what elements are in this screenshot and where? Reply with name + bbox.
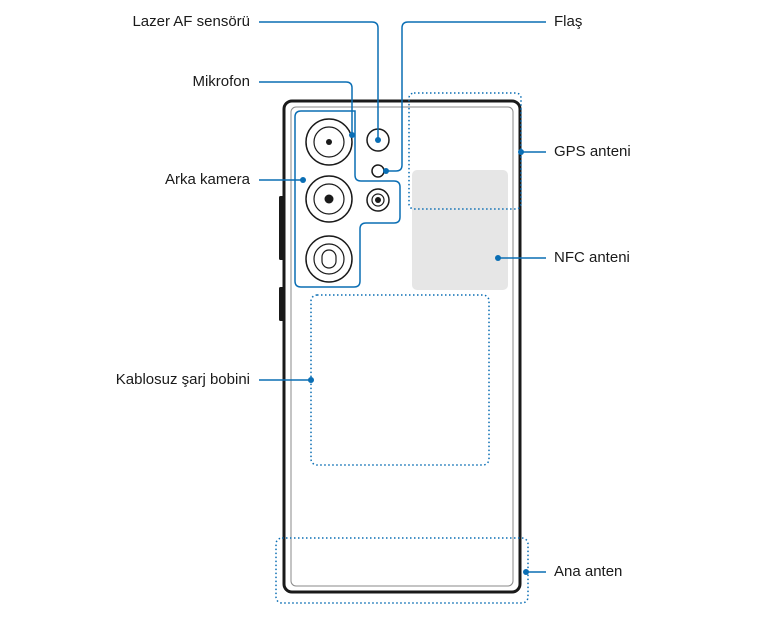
side-key xyxy=(279,287,284,321)
camera-lens-1 xyxy=(305,118,353,166)
label-rear-camera: Arka kamera xyxy=(164,171,250,188)
flash xyxy=(371,164,385,178)
nfc-area xyxy=(412,170,508,290)
label-flash: Flaş xyxy=(554,13,583,30)
label-main-antenna: Ana anten xyxy=(554,563,623,580)
label-laser-af: Lazer AF sensörü xyxy=(132,13,250,30)
camera-lens-4 xyxy=(366,188,390,212)
main-antenna-region xyxy=(275,537,529,604)
volume-button xyxy=(279,196,284,260)
label-wireless-coil: Kablosuz şarj bobini xyxy=(115,371,250,388)
camera-lens-3 xyxy=(305,235,353,283)
camera-lens-2 xyxy=(305,175,353,223)
label-gps-antenna: GPS anteni xyxy=(554,143,631,160)
label-nfc-antenna: NFC anteni xyxy=(554,249,630,266)
label-microphone: Mikrofon xyxy=(192,73,250,90)
camera-module-outline xyxy=(294,110,401,288)
callout-dots xyxy=(300,132,529,575)
callout-lines xyxy=(259,21,546,573)
